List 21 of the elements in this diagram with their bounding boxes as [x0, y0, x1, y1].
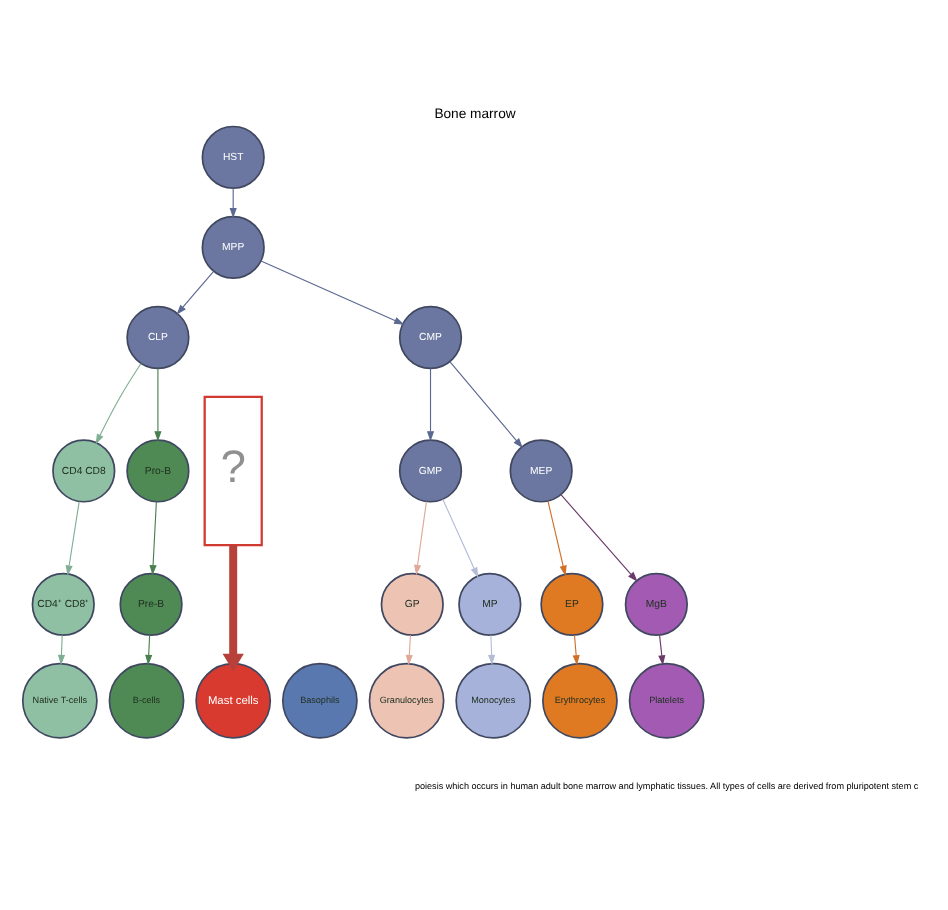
arrow [56, 634, 65, 666]
arrow [487, 634, 495, 666]
arrow [144, 634, 152, 666]
arrow [425, 367, 434, 442]
arrow [571, 634, 579, 666]
arrow [221, 545, 243, 672]
arrow [559, 494, 637, 582]
arrow [404, 634, 412, 666]
arrow [448, 361, 522, 449]
arrow [657, 634, 665, 666]
arrow [413, 501, 426, 576]
arrow [228, 187, 236, 219]
arrow [153, 367, 161, 442]
arrow [94, 362, 141, 445]
node-box: ? [202, 395, 262, 547]
arrow [259, 260, 404, 325]
arrow [148, 501, 156, 576]
arrow [546, 500, 566, 576]
arrow [175, 271, 213, 315]
arrow [64, 501, 79, 576]
arrow [441, 498, 478, 578]
